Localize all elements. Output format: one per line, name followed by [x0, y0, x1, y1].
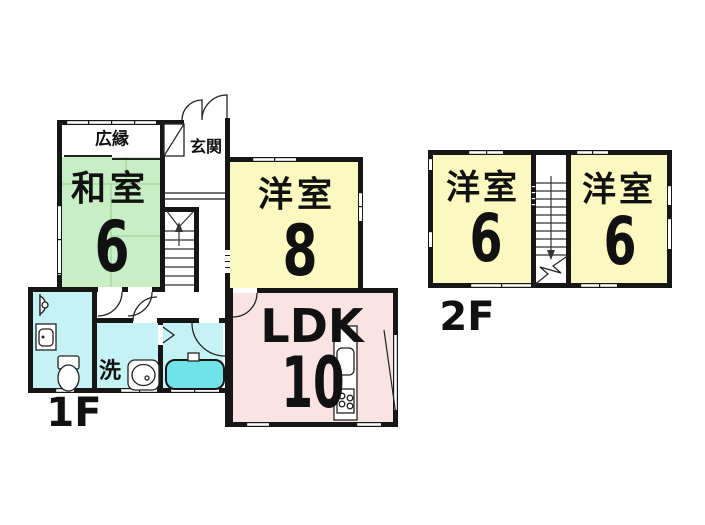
- yoshitsu8-floor: [230, 162, 358, 288]
- tatami-lines: [62, 157, 160, 287]
- shoe-cabinet: [163, 123, 185, 157]
- washitsu-door-arc-left: [97, 291, 123, 317]
- walls: [28, 118, 672, 427]
- stairs-1f: [165, 209, 194, 286]
- genkan-label: 玄関: [189, 137, 223, 156]
- toilet: [57, 355, 80, 392]
- bath-hall-door-arc: [191, 322, 226, 357]
- washbasin: [127, 359, 160, 391]
- 2f-yoshitsu-left-label: 洋室: [446, 168, 520, 208]
- ldk-door-arc: [232, 292, 258, 318]
- washroom-door-arc: [132, 296, 158, 322]
- hiroen-label: 広縁: [95, 129, 129, 150]
- vanity-sink: [35, 323, 57, 351]
- stairs-down-arrow: [547, 250, 555, 260]
- floor-2-label: 2F: [439, 294, 495, 340]
- 2f-yoshitsu-left-floor: [433, 155, 531, 283]
- washitsu-label: 和室: [70, 169, 150, 210]
- ldk-label: LDK: [260, 299, 364, 353]
- ldk-floor: [233, 293, 393, 422]
- corner-hand-sink: [39, 294, 49, 316]
- 2f-yoshitsu-right-label: 洋室: [582, 170, 656, 210]
- washroom-label: 洗: [98, 359, 122, 384]
- stairs-break-line: [532, 254, 570, 287]
- kitchen-counter: [333, 325, 358, 421]
- kitchen-sink: [336, 347, 355, 376]
- yoshitsu8-size: 8: [282, 210, 318, 292]
- entrance-double-door: [181, 94, 228, 121]
- stairs-up-arrow: [175, 222, 183, 232]
- ldk-size: 10: [281, 342, 345, 424]
- 2f-yoshitsu-right-floor: [571, 155, 667, 283]
- yoshitsu8-label: 洋室: [257, 175, 337, 216]
- doors: [64, 94, 397, 416]
- hiroen-sliding-doors: [64, 155, 160, 160]
- fixtures: [35, 294, 358, 421]
- ldk-window-diagonal: [383, 329, 397, 416]
- 2f-yoshitsu-right-size: 6: [603, 203, 637, 280]
- 2f-yoshitsu-left-size: 6: [469, 200, 503, 277]
- bathtub: [165, 352, 225, 390]
- stairs-2f: [532, 176, 570, 287]
- washitsu-door-arc-right: [127, 291, 153, 317]
- floor-1-label: 1F: [46, 390, 102, 436]
- bathroom-folding-door: [162, 326, 176, 344]
- washitsu-size: 6: [94, 206, 130, 288]
